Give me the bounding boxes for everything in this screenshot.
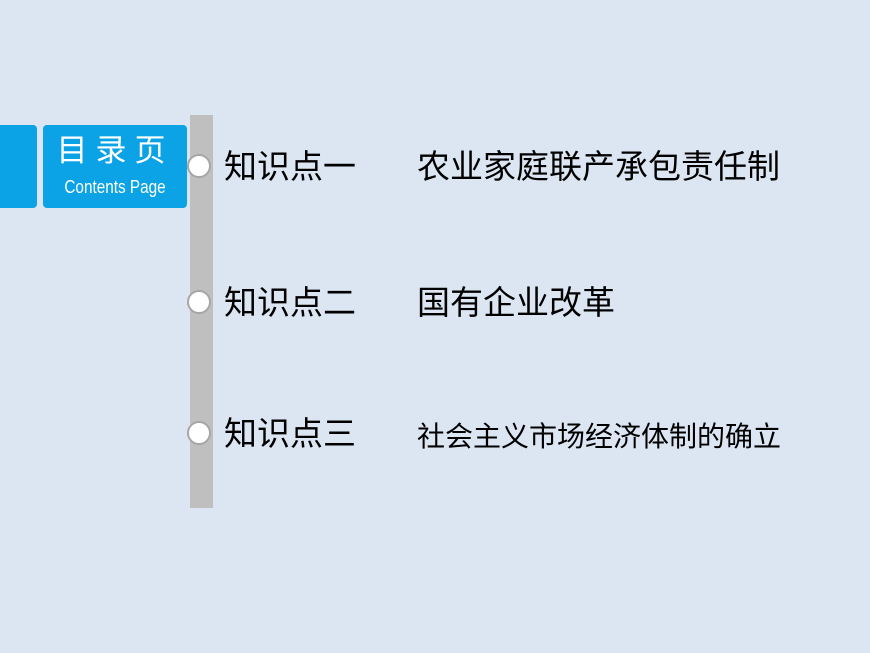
contents-header: 目录页 Contents Page — [43, 125, 187, 208]
contents-subtitle: Contents Page — [64, 177, 166, 197]
item-3-title[interactable]: 社会主义市场经济体制的确立 — [417, 420, 782, 453]
item-3-label[interactable]: 知识点三 — [224, 414, 356, 453]
contents-title: 目录页 — [56, 133, 174, 169]
item-1-title[interactable]: 农业家庭联产承包责任制 — [417, 147, 780, 186]
left-accent-tab — [0, 125, 37, 208]
timeline-dot-3 — [187, 421, 211, 445]
item-2-title[interactable]: 国有企业改革 — [417, 283, 615, 322]
item-1-label[interactable]: 知识点一 — [224, 147, 356, 186]
item-2-label[interactable]: 知识点二 — [224, 283, 356, 322]
timeline-dot-1 — [187, 154, 211, 178]
timeline-dot-2 — [187, 290, 211, 314]
